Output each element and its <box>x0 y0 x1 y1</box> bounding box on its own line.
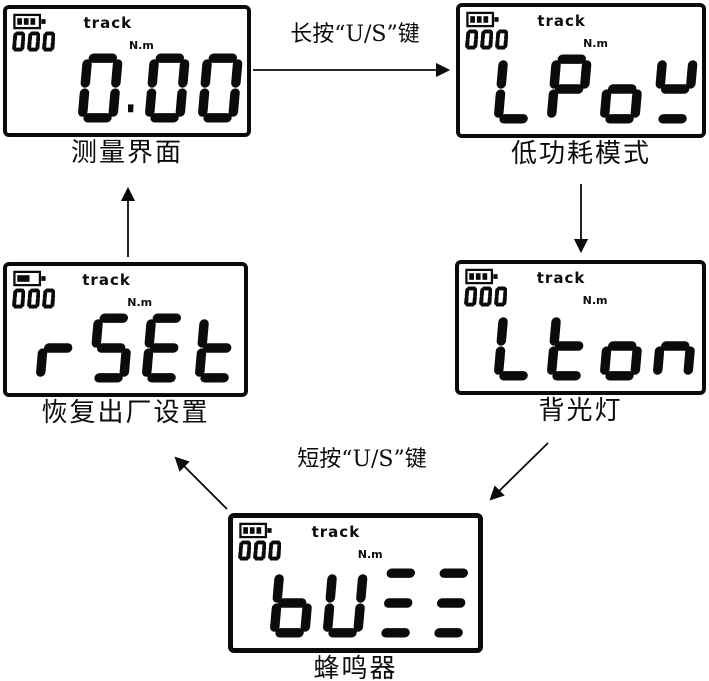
seven-segment-display <box>491 51 698 127</box>
seven-segment-display <box>491 308 698 384</box>
lcd-panel-buzzer: track N.m 蜂鸣器 <box>228 513 483 681</box>
track-mode-indicator: track <box>537 12 586 30</box>
track-mode-indicator: track <box>83 14 133 32</box>
torque-unit-indicator: N.m <box>583 37 608 50</box>
memory-counter-digits <box>12 288 55 309</box>
torque-unit-indicator: N.m <box>582 294 608 307</box>
lcd-screen-buzzer: track N.m <box>228 513 483 653</box>
memory-counter-digits <box>238 540 281 561</box>
battery-icon <box>465 268 499 285</box>
battery-icon <box>13 13 47 30</box>
torque-unit-indicator: N.m <box>127 296 153 309</box>
memory-counter-digits <box>464 286 507 307</box>
track-mode-indicator: track <box>82 271 131 289</box>
lcd-screen-measure: track N.m <box>3 5 251 137</box>
panel-caption-measure: 测量界面 <box>70 138 183 168</box>
memory-counter-digits <box>465 29 508 50</box>
torque-unit-indicator: N.m <box>128 39 154 52</box>
panel-caption-backlight: 背光灯 <box>538 396 623 426</box>
seven-segment-display <box>75 50 243 126</box>
battery-icon <box>13 270 47 287</box>
lcd-panel-backlight: track N.m 背光灯 <box>455 260 706 426</box>
track-mode-indicator: track <box>536 269 586 287</box>
lcd-screen-reset: track N.m <box>3 262 248 397</box>
panel-caption-buzzer: 蜂鸣器 <box>313 654 398 681</box>
arrow-backlight-to-buzzer <box>489 442 549 501</box>
lcd-panel-reset: track N.m 恢复出厂设置 <box>3 262 248 428</box>
short-press-label: 短按“U/S”键 <box>297 447 427 472</box>
memory-counter-digits <box>12 31 55 52</box>
lcd-screen-backlight: track N.m <box>455 260 706 395</box>
lcd-screen-low-power: track N.m <box>456 3 706 138</box>
torque-unit-indicator: N.m <box>357 548 383 561</box>
battery-icon <box>466 11 500 28</box>
lcd-panel-measure: track N.m 测量界面 <box>3 5 251 168</box>
seven-segment-display <box>267 565 474 641</box>
panel-caption-low-power: 低功耗模式 <box>510 139 651 169</box>
track-mode-indicator: track <box>311 523 361 541</box>
long-press-label: 长按“U/S”键 <box>290 22 420 47</box>
battery-icon <box>239 522 273 539</box>
arrow-buzzer-to-reset <box>174 456 228 510</box>
lcd-panel-low-power: track N.m 低功耗模式 <box>456 3 706 169</box>
panel-caption-reset: 恢复出厂设置 <box>41 398 210 428</box>
seven-segment-display <box>33 310 240 386</box>
